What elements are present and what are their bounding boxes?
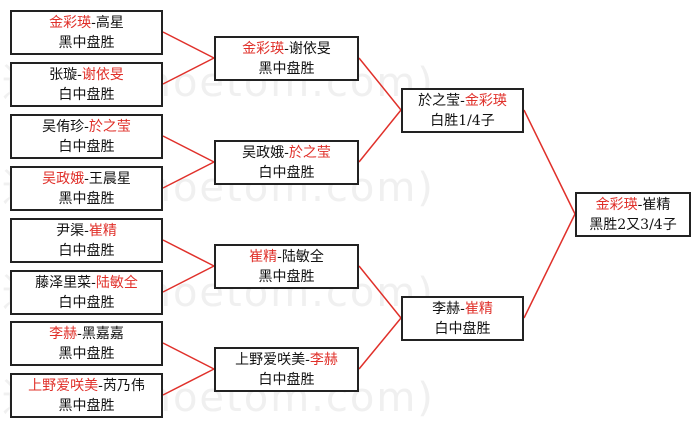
player-loser: 谢依旻 xyxy=(288,40,331,57)
player-loser: 黑嘉嘉 xyxy=(81,325,124,342)
match-r2-2: 吴政娥-於之莹 白中盘胜 xyxy=(214,140,359,185)
player-loser: 尹渠 xyxy=(56,222,85,239)
match-players: 吴侑珍-於之莹 xyxy=(42,118,131,135)
connector-line xyxy=(162,31,215,59)
match-players: 金彩瑛-崔精 xyxy=(595,196,671,213)
connector-line xyxy=(162,239,215,267)
match-result: 黑中盘胜 xyxy=(58,345,115,362)
match-r1-7: 李赫-黑嘉嘉 黑中盘胜 xyxy=(10,321,163,366)
match-result: 黑中盘胜 xyxy=(258,60,315,77)
match-players: 吴政娥-王晨星 xyxy=(42,170,131,187)
player-winner: 金彩瑛 xyxy=(242,40,285,57)
match-players: 金彩瑛-高星 xyxy=(49,14,124,31)
connector-line xyxy=(162,368,215,396)
match-players: 崔精-陆敏全 xyxy=(249,248,324,265)
player-winner: 金彩瑛 xyxy=(464,92,507,109)
match-result: 白中盘胜 xyxy=(434,320,491,337)
match-result: 黑中盘胜 xyxy=(58,34,115,51)
connector-line xyxy=(162,265,215,293)
connector-line xyxy=(523,109,576,215)
match-players: 於之莹-金彩瑛 xyxy=(418,92,507,109)
player-loser: 崔精 xyxy=(642,196,671,213)
match-r1-1: 金彩瑛-高星 黑中盘胜 xyxy=(10,10,163,55)
match-result: 白中盘胜 xyxy=(258,164,315,181)
player-loser: 藤泽里菜 xyxy=(35,274,92,291)
connector-line xyxy=(358,57,402,111)
player-loser: 张璇 xyxy=(49,66,78,83)
match-final: 金彩瑛-崔精 黑胜2又3/4子 xyxy=(575,192,691,237)
player-winner: 金彩瑛 xyxy=(595,196,638,213)
player-loser: 李赫 xyxy=(432,300,461,317)
match-r3-2: 李赫-崔精 白中盘胜 xyxy=(401,296,524,341)
connector-line xyxy=(162,57,215,85)
match-players: 李赫-崔精 xyxy=(432,300,493,317)
match-result: 白中盘胜 xyxy=(58,294,115,311)
connector-line xyxy=(162,161,215,189)
player-loser: 吴侑珍 xyxy=(42,118,85,135)
connector-line xyxy=(358,265,402,319)
player-loser: 王晨星 xyxy=(88,170,131,187)
player-winner: 陆敏全 xyxy=(95,274,138,291)
player-winner: 吴政娥 xyxy=(42,170,85,187)
player-loser: 陆敏全 xyxy=(281,248,324,265)
player-winner: 崔精 xyxy=(88,222,117,239)
match-r1-8: 上野爱咲美-芮乃伟 黑中盘胜 xyxy=(10,373,163,418)
player-winner: 於之莹 xyxy=(288,144,331,161)
match-r1-4: 吴政娥-王晨星 黑中盘胜 xyxy=(10,166,163,211)
match-r1-5: 尹渠-崔精 白中盘胜 xyxy=(10,218,163,263)
match-players: 李赫-黑嘉嘉 xyxy=(49,325,124,342)
player-loser: 芮乃伟 xyxy=(102,377,145,394)
match-players: 上野爱咲美-李赫 xyxy=(235,351,338,368)
player-loser: 上野爱咲美 xyxy=(235,351,306,368)
match-result: 黑中盘胜 xyxy=(58,397,115,414)
match-r2-1: 金彩瑛-谢依旻 黑中盘胜 xyxy=(214,36,359,81)
match-players: 吴政娥-於之莹 xyxy=(242,144,331,161)
player-winner: 谢依旻 xyxy=(81,66,124,83)
player-winner: 崔精 xyxy=(464,300,493,317)
match-players: 上野爱咲美-芮乃伟 xyxy=(28,377,145,394)
connector-line xyxy=(523,213,576,319)
player-loser: 於之莹 xyxy=(418,92,461,109)
connector-line xyxy=(162,135,215,163)
match-result: 白中盘胜 xyxy=(58,138,115,155)
connector-line xyxy=(358,317,402,370)
match-players: 金彩瑛-谢依旻 xyxy=(242,40,331,57)
match-r2-3: 崔精-陆敏全 黑中盘胜 xyxy=(214,244,359,289)
match-result: 白中盘胜 xyxy=(58,86,115,103)
player-winner: 李赫 xyxy=(49,325,78,342)
match-r2-4: 上野爱咲美-李赫 白中盘胜 xyxy=(214,347,359,392)
player-loser: 高星 xyxy=(95,14,124,31)
player-winner: 上野爱咲美 xyxy=(28,377,99,394)
player-winner: 於之莹 xyxy=(88,118,131,135)
match-result: 白胜1/4子 xyxy=(430,112,495,129)
match-result: 白中盘胜 xyxy=(258,371,315,388)
match-result: 黑中盘胜 xyxy=(258,268,315,285)
player-loser: 吴政娥 xyxy=(242,144,285,161)
match-result: 黑中盘胜 xyxy=(58,190,115,207)
connector-line xyxy=(162,342,215,370)
match-r1-6: 藤泽里菜-陆敏全 白中盘胜 xyxy=(10,270,163,315)
match-players: 张璇-谢依旻 xyxy=(49,66,124,83)
match-result: 黑胜2又3/4子 xyxy=(589,216,677,233)
match-r1-2: 张璇-谢依旻 白中盘胜 xyxy=(10,62,163,107)
match-players: 尹渠-崔精 xyxy=(56,222,117,239)
player-winner: 金彩瑛 xyxy=(49,14,92,31)
connector-line xyxy=(358,109,402,163)
match-r1-3: 吴侑珍-於之莹 白中盘胜 xyxy=(10,114,163,159)
match-players: 藤泽里菜-陆敏全 xyxy=(35,274,138,291)
player-winner: 李赫 xyxy=(309,351,338,368)
match-r3-1: 於之莹-金彩瑛 白胜1/4子 xyxy=(401,88,524,133)
match-result: 白中盘胜 xyxy=(58,242,115,259)
player-winner: 崔精 xyxy=(249,248,278,265)
